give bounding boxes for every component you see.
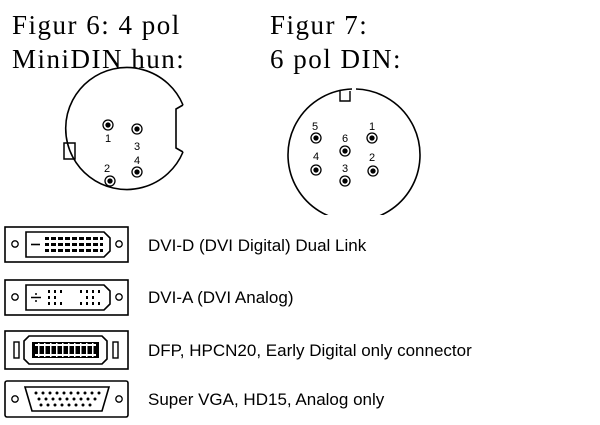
dvi-a-connector-icon bbox=[4, 279, 129, 316]
din-pin-label-4: 4 bbox=[313, 151, 319, 163]
figure-6-title-line1: Figur 6: 4 pol bbox=[12, 10, 181, 40]
minidin-pin-2 bbox=[104, 175, 116, 187]
connector-label-dvi-d: DVI-D (DVI Digital) Dual Link bbox=[148, 236, 367, 255]
minidin-pin-4 bbox=[131, 166, 143, 178]
minidin-pin-3 bbox=[131, 123, 143, 135]
din-pin-4 bbox=[310, 164, 322, 176]
minidin-pins bbox=[102, 119, 143, 187]
din-pin-labels: 1 2 3 4 5 6 bbox=[312, 121, 375, 175]
connector-label-dfp: DFP, HPCN20, Early Digital only connecto… bbox=[148, 341, 472, 360]
din-pin-label-6: 6 bbox=[342, 133, 348, 145]
din-pins bbox=[310, 132, 379, 187]
minidin-pin-labels: 1 2 3 4 bbox=[104, 133, 140, 175]
connector-row-vga: Super VGA, HD15, Analog only bbox=[0, 378, 600, 420]
dvi-d-connector-icon bbox=[4, 226, 129, 263]
minidin-pin-label-4: 4 bbox=[134, 155, 140, 167]
minidin-pin-label-2: 2 bbox=[104, 163, 110, 175]
connector-row-dvi-d: DVI-D (DVI Digital) Dual Link bbox=[0, 224, 600, 266]
din-pin-label-3: 3 bbox=[342, 163, 348, 175]
din-pin-1 bbox=[366, 132, 378, 144]
din-pin-label-2: 2 bbox=[369, 152, 375, 164]
connector-row-dvi-a: DVI-A (DVI Analog) bbox=[0, 277, 600, 319]
vga-connector-icon bbox=[4, 380, 129, 418]
figure-6-title-line2: MiniDIN hun: bbox=[12, 44, 186, 74]
connector-label-vga: Super VGA, HD15, Analog only bbox=[148, 390, 385, 409]
figure-7-title: Figur 7: 6 pol DIN: bbox=[270, 8, 402, 76]
connector-row-dfp: DFP, HPCN20, Early Digital only connecto… bbox=[0, 330, 600, 372]
figure-7-title-line1: Figur 7: bbox=[270, 10, 369, 40]
minidin-4-socket bbox=[63, 66, 184, 191]
connector-label-dvi-a: DVI-A (DVI Analog) bbox=[148, 288, 294, 307]
figure-7-title-line2: 6 pol DIN: bbox=[270, 44, 402, 74]
din-pin-6 bbox=[339, 145, 351, 157]
minidin-pin-label-3: 3 bbox=[134, 141, 140, 153]
dfp-connector-icon bbox=[4, 330, 129, 370]
figure-6-title: Figur 6: 4 pol MiniDIN hun: bbox=[12, 8, 185, 76]
minidin-key-slot bbox=[63, 142, 76, 160]
din-pin-label-5: 5 bbox=[312, 121, 318, 133]
din-pin-label-1: 1 bbox=[369, 121, 375, 133]
din-pin-5 bbox=[310, 132, 322, 144]
din-6-socket bbox=[287, 88, 421, 215]
minidin-pin-label-1: 1 bbox=[105, 133, 111, 145]
minidin-pin-1 bbox=[102, 119, 114, 131]
din-pin-2 bbox=[367, 165, 379, 177]
din-pin-3 bbox=[339, 175, 351, 187]
minidin-4-pin-diagram: 1 2 3 4 1 2 3 4 5 6 bbox=[63, 66, 421, 215]
